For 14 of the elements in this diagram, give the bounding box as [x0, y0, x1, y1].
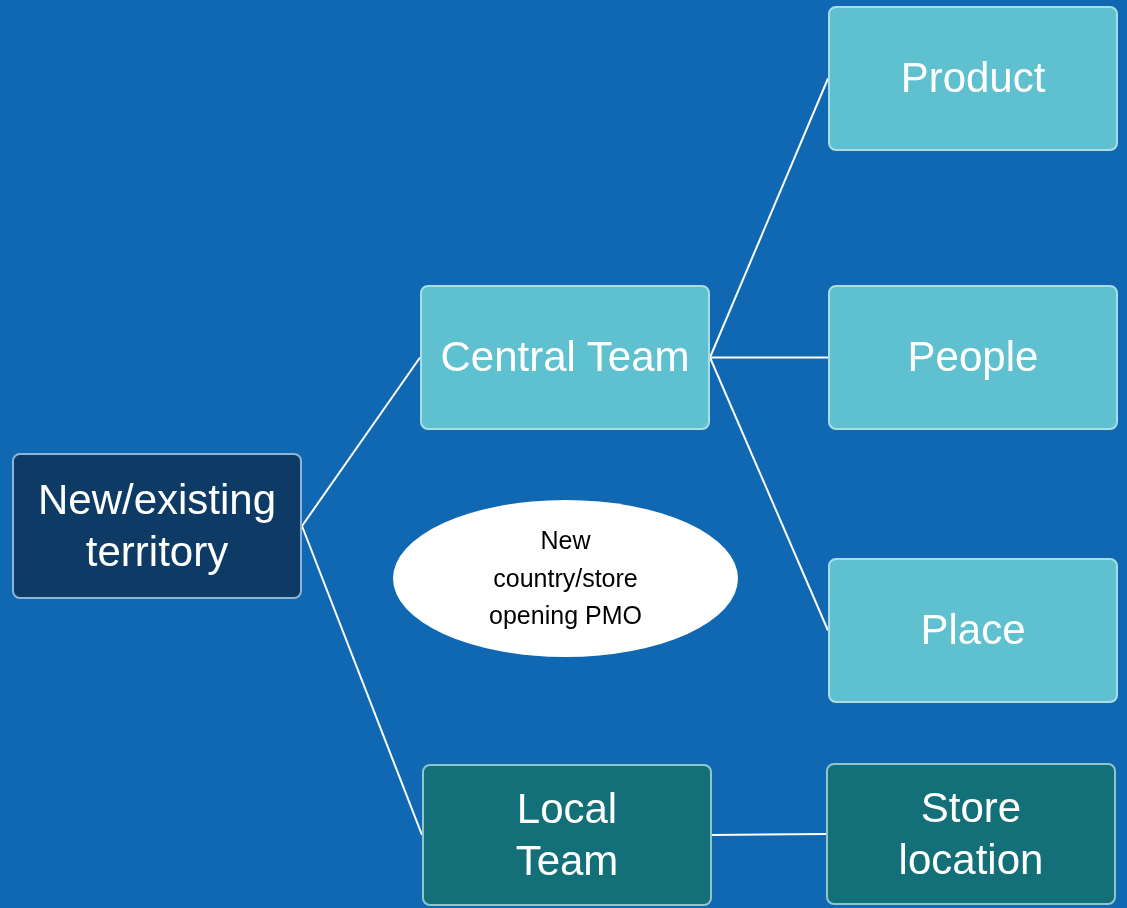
process-box: People — [828, 285, 1118, 430]
connector-line — [711, 833, 827, 836]
connector-line — [301, 525, 423, 836]
process-box: Local Team — [422, 764, 712, 906]
process-box: New/existing territory — [12, 453, 302, 599]
connector-line — [709, 77, 829, 359]
connector-line — [301, 356, 421, 527]
process-box: Central Team — [420, 285, 710, 430]
connector-line — [709, 356, 829, 632]
process-box: Product — [828, 6, 1118, 151]
connector-line — [709, 356, 829, 359]
process-box: Place — [828, 558, 1118, 703]
ellipse-node: New country/store opening PMO — [393, 500, 738, 657]
process-box: Store location — [826, 763, 1116, 905]
